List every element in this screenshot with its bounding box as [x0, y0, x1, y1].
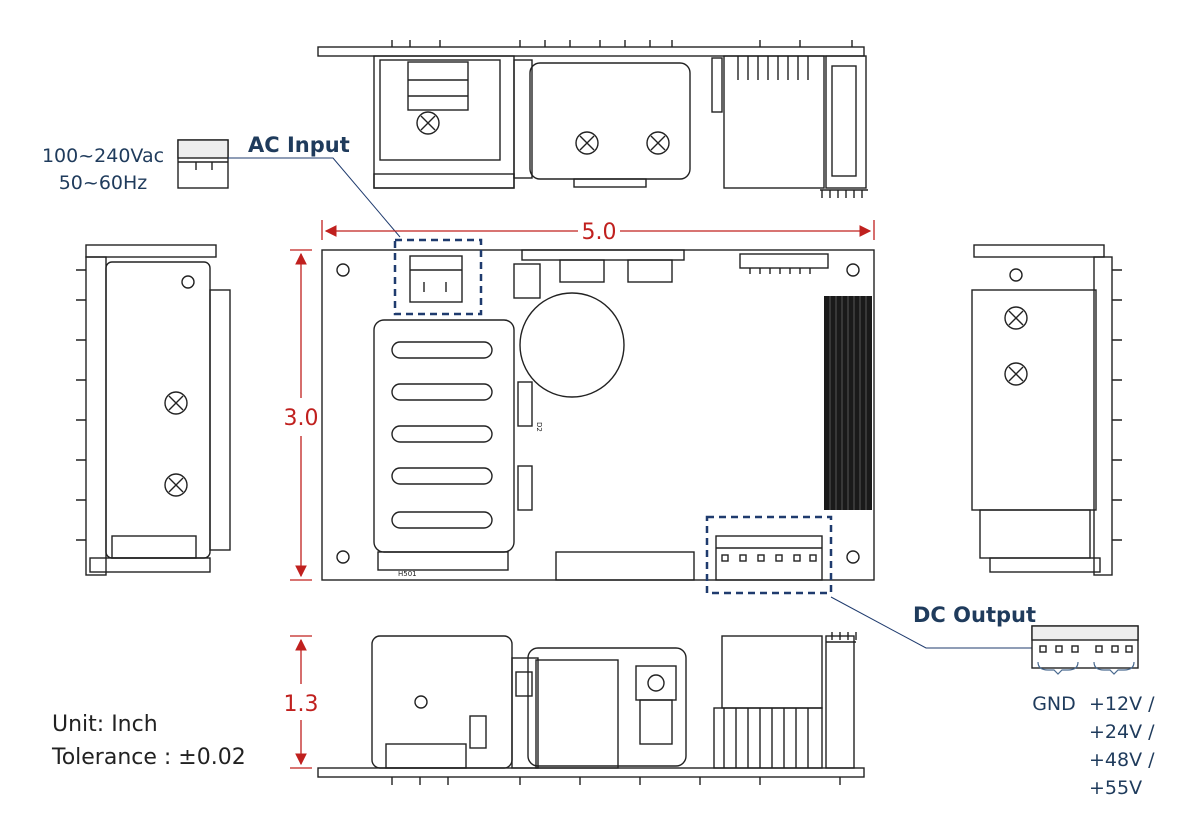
dc-output-v1: +12V / — [1089, 693, 1155, 715]
dimension-width: 5.0 — [582, 220, 617, 245]
dc-output-gnd: GND — [1032, 693, 1076, 715]
left-side-view — [76, 244, 231, 576]
right-side-view — [971, 244, 1122, 576]
bottom-side-view — [317, 632, 865, 785]
pcb-label-h501: H501 — [398, 570, 417, 578]
pcb-label-d2: D2 — [535, 422, 543, 432]
dimension-lines — [290, 220, 875, 769]
dc-output-title: DC Output — [913, 603, 1036, 627]
dc-output-v2: +24V / — [1089, 721, 1155, 743]
pcb-top-view — [321, 249, 875, 581]
ac-input-highlight-box — [393, 238, 483, 316]
heatsink — [824, 296, 872, 510]
ac-input-leader-line — [228, 157, 401, 238]
top-side-view — [317, 40, 868, 198]
dc-output-pin-brackets — [1037, 661, 1135, 675]
ac-input-title: AC Input — [248, 133, 350, 157]
ac-input-connector-image — [177, 139, 229, 189]
dc-output-connector-image — [1031, 625, 1139, 669]
unit-label: Unit: Inch — [52, 712, 158, 737]
ac-input-voltage: 100~240Vac — [42, 145, 164, 167]
dimension-height: 3.0 — [284, 406, 319, 431]
dc-output-v3: +48V / — [1089, 749, 1155, 771]
tolerance-label: Tolerance : ±0.02 — [51, 745, 246, 770]
dc-output-highlight-box — [705, 515, 833, 595]
dc-output-leader-line — [830, 596, 1032, 649]
dimension-depth: 1.3 — [284, 692, 319, 717]
dc-output-v4: +55V — [1089, 777, 1142, 799]
ac-input-frequency: 50~60Hz — [59, 172, 148, 194]
